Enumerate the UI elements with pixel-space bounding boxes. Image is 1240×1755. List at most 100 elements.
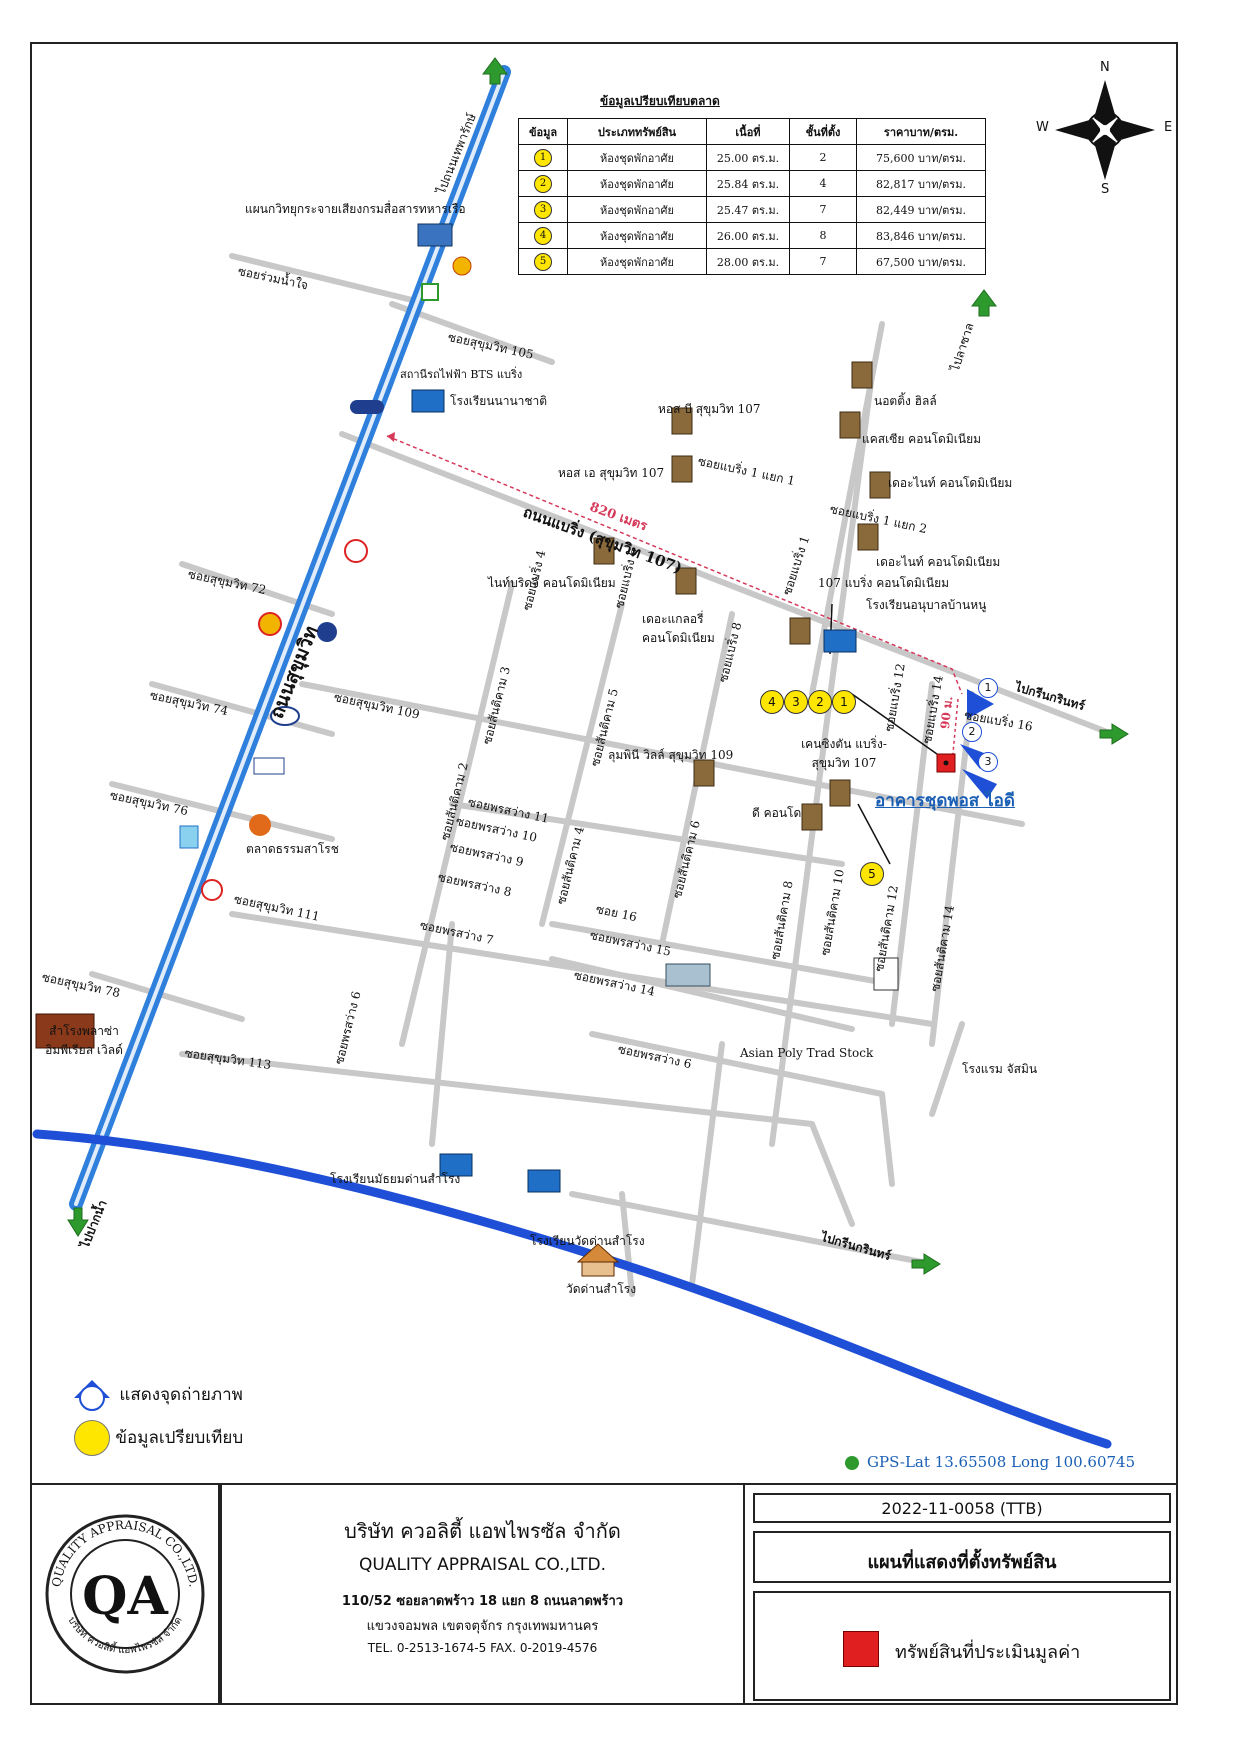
map-title: แผนที่แสดงที่ตั้งทรัพย์สิน	[867, 1552, 1057, 1573]
road-bearing-12	[889, 681, 935, 1027]
cell-area: 28.00 ตร.ม.	[706, 248, 790, 275]
cell-floor: 4	[789, 170, 857, 197]
distance-line-90	[951, 698, 959, 765]
road-south-greenwich	[569, 1191, 935, 1267]
cell-type: ห้องชุดพักอาศัย	[567, 196, 707, 223]
legend-photo: แสดงจุดถ่ายภาพ	[70, 1378, 243, 1412]
ref-number: 2022-11-0058 (TTB)	[881, 1499, 1043, 1518]
label-lumpini: ลุมพินี วิลล์ สุขุมวิท 109	[608, 748, 734, 762]
school-icon-kindergarten	[823, 629, 857, 653]
company-name-en: QUALITY APPRAISAL CO.,LTD.	[359, 1555, 606, 1575]
legend-comparison: ข้อมูลเปรียบเทียบ	[74, 1420, 243, 1456]
compass-rose-icon	[1055, 80, 1155, 180]
navy-building-icon	[417, 223, 453, 247]
hotel-icon	[873, 957, 899, 991]
road-soi-78	[89, 971, 245, 1022]
bank-icon	[317, 622, 337, 642]
warehouse-icon	[665, 963, 711, 987]
label-d-condo: ดี คอนโด	[752, 806, 802, 820]
cell-area: 25.47 ตร.ม.	[706, 196, 790, 223]
label-wat-dan-samrong: วัดด่านสำโรง	[566, 1282, 637, 1296]
label-navy-radio: แผนกวิทยุกระจายเสียงกรมสื่อสารทหารเรือ	[245, 202, 466, 216]
school-icon-intl	[411, 389, 445, 413]
road-phonsawang-11	[449, 801, 845, 867]
comp-marker: 3	[784, 690, 808, 714]
company-contact: TEL. 0-2513-1674-5 FAX. 0-2019-4576	[367, 1641, 598, 1655]
shell-icon	[258, 612, 282, 636]
compass-w: W	[1036, 120, 1049, 135]
label-dorm-a: หอส เอ สุขุมวิท 107	[558, 466, 665, 480]
label-school-mathayom: โรงเรียนมัธยมด่านสำโรง	[330, 1172, 461, 1186]
photo-point-1-arrow	[967, 689, 994, 719]
photo-point-2: 2	[962, 722, 982, 742]
nissan-icon	[350, 400, 384, 414]
table-header-row: ข้อมูล ประเภททรัพย์สิน เนื้อที่ ชั้นที่ต…	[518, 118, 986, 145]
cell-price: 75,600 บาท/ตรม.	[856, 144, 986, 171]
label-school-wat: โรงเรียนวัดด่านสำโรง	[530, 1234, 645, 1248]
condo-icon-dorm-a	[671, 455, 693, 483]
table-row: 2 ห้องชุดพักอาศัย 25.84 ตร.ม. 4 82,817 บ…	[518, 170, 986, 197]
map-title-box: แผนที่แสดงที่ตั้งทรัพย์สิน	[753, 1531, 1171, 1583]
camera-point-icon	[74, 1380, 110, 1411]
map-canvas	[32, 57, 1129, 1449]
header-no: ข้อมูล	[518, 118, 568, 145]
road-sanitnikom-2	[429, 921, 455, 1147]
label-the-gallery: เดอะแกลอรี่ คอนโดมิเนียม	[642, 612, 715, 645]
comp-badge: 2	[534, 174, 552, 193]
cell-area: 25.84 ตร.ม.	[706, 170, 790, 197]
company-logo-icon: QA QUALITY APPRAISAL CO.,LTD. บริษัท ควอ…	[45, 1514, 205, 1674]
cell-area: 25.00 ตร.ม.	[706, 144, 790, 171]
condo-icon-kensington	[829, 779, 851, 807]
arrow-to-greenwich-1	[1099, 723, 1129, 745]
school-icon-wat	[527, 1169, 561, 1193]
logo-letters: QA	[82, 1566, 168, 1627]
comparison-table: ข้อมูล ประเภททรัพย์สิน เนื้อที่ ชั้นที่ต…	[518, 118, 986, 275]
arrow-to-paknam	[67, 1207, 89, 1237]
cell-price: 67,500 บาท/ตรม.	[856, 248, 986, 275]
road-phonsawang-15	[549, 921, 895, 987]
table-row: 1 ห้องชุดพักอาศัย 25.00 ตร.ม. 2 75,600 บ…	[518, 144, 986, 171]
compass-n: N	[1100, 60, 1110, 75]
label-kindergarten: โรงเรียนอนุบาลบ้านหนู	[866, 598, 987, 612]
label-107-condo: 107 แบริ่ง คอนโดมิเนียม	[818, 576, 950, 590]
pointer-subject-comp	[851, 693, 945, 760]
condo-icons	[593, 361, 891, 831]
comparison-table-title: ข้อมูลเปรียบเทียบตลาด	[600, 94, 720, 108]
compass-e: E	[1164, 120, 1173, 135]
footer-logo-cell: QA QUALITY APPRAISAL CO.,LTD. บริษัท ควอ…	[30, 1485, 220, 1705]
company-name-th: บริษัท ควอลิตี้ แอพไพรซัล จำกัด	[344, 1519, 621, 1543]
condo-icon-dorm-b	[671, 407, 693, 435]
tmb-icon	[253, 757, 285, 775]
subject-square-icon	[843, 1631, 879, 1667]
photo-point-3-arrow	[962, 769, 997, 799]
label-samrong-imperial: สำโรงพลาซ่า อิมพีเรียล เวิลด์	[45, 1024, 123, 1057]
gps-readout: GPS-Lat 13.65508 Long 100.60745	[845, 1453, 1135, 1471]
kbank-icon-2	[201, 879, 223, 901]
road-south-4	[929, 1021, 965, 1117]
cell-type: ห้องชุดพักอาศัย	[567, 144, 707, 171]
gps-dot-icon	[845, 1456, 859, 1470]
comp-badge: 1	[534, 148, 552, 167]
header-type: ประเภททรัพย์สิน	[567, 118, 707, 145]
header-area: เนื้อที่	[706, 118, 790, 145]
label-market: ตลาดธรรมสาโรช	[246, 842, 339, 856]
gps-text: GPS-Lat 13.65508 Long 100.60745	[867, 1453, 1136, 1471]
condo-icon-gallery	[675, 567, 697, 595]
label-hotel: โรงแรม จัสมิน	[962, 1062, 1038, 1076]
comp-marker: 4	[760, 690, 784, 714]
cell-floor: 7	[789, 196, 857, 223]
road-phonsawang-6	[589, 1031, 885, 1097]
label-nine-bridge: ไนท์บริดจ์ คอนโดมิเนียม	[488, 576, 616, 590]
road-soi-ruamnamjai	[229, 253, 415, 303]
market-icon	[249, 814, 271, 836]
esso-icon	[270, 706, 300, 726]
shell-icon-top	[452, 256, 472, 276]
kbank-icon	[344, 539, 368, 563]
table-row: 4 ห้องชุดพักอาศัย 26.00 ตร.ม. 8 83,846 บ…	[518, 222, 986, 249]
road-south-3	[879, 1091, 895, 1187]
legend-comparison-label: ข้อมูลเปรียบเทียบ	[115, 1428, 244, 1448]
pointer-comp5	[857, 803, 891, 865]
road-soi-74	[149, 681, 335, 737]
footer-company-cell: บริษัท ควอลิตี้ แอพไพรซัล จำกัด QUALITY …	[220, 1485, 745, 1705]
company-address-2: แขวงจอมพล เขตจตุจักร กรุงเทพมหานคร	[366, 1619, 599, 1634]
